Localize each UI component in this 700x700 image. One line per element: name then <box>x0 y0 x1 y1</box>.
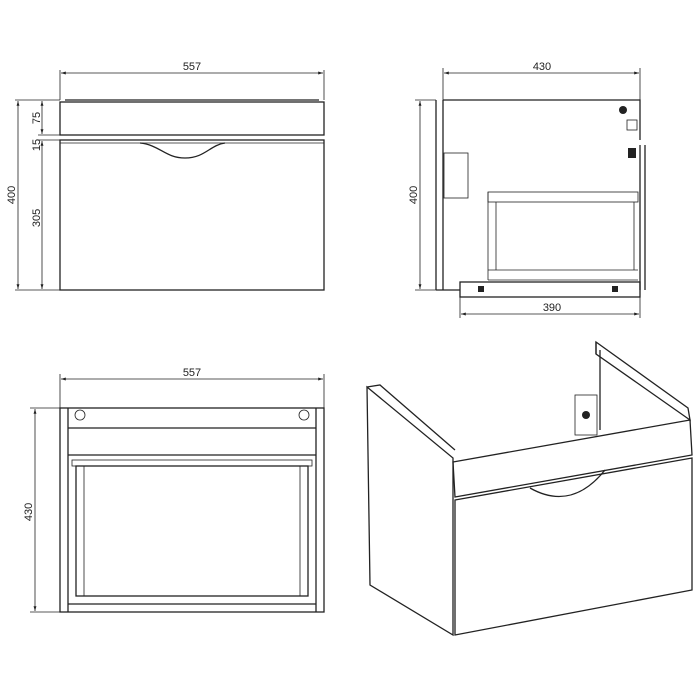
drawer-depth-label: 390 <box>543 302 561 314</box>
gap-label: 15 <box>31 139 43 151</box>
side-depth-label: 430 <box>533 61 551 73</box>
front-view: 557 400 75 15 305 <box>6 61 325 291</box>
side-height-label: 400 <box>408 186 420 204</box>
top-panel-label: 75 <box>31 112 43 124</box>
top-view: 557 430 <box>23 367 325 613</box>
drawer-height-label: 305 <box>31 209 43 227</box>
side-view: 430 400 390 <box>408 61 646 318</box>
top-width-label: 557 <box>183 367 201 379</box>
top-depth-label: 430 <box>23 503 35 521</box>
front-height-label: 400 <box>6 186 18 204</box>
isometric-view <box>366 340 693 637</box>
drawer-handle <box>139 142 226 159</box>
front-width-label: 557 <box>183 61 201 73</box>
